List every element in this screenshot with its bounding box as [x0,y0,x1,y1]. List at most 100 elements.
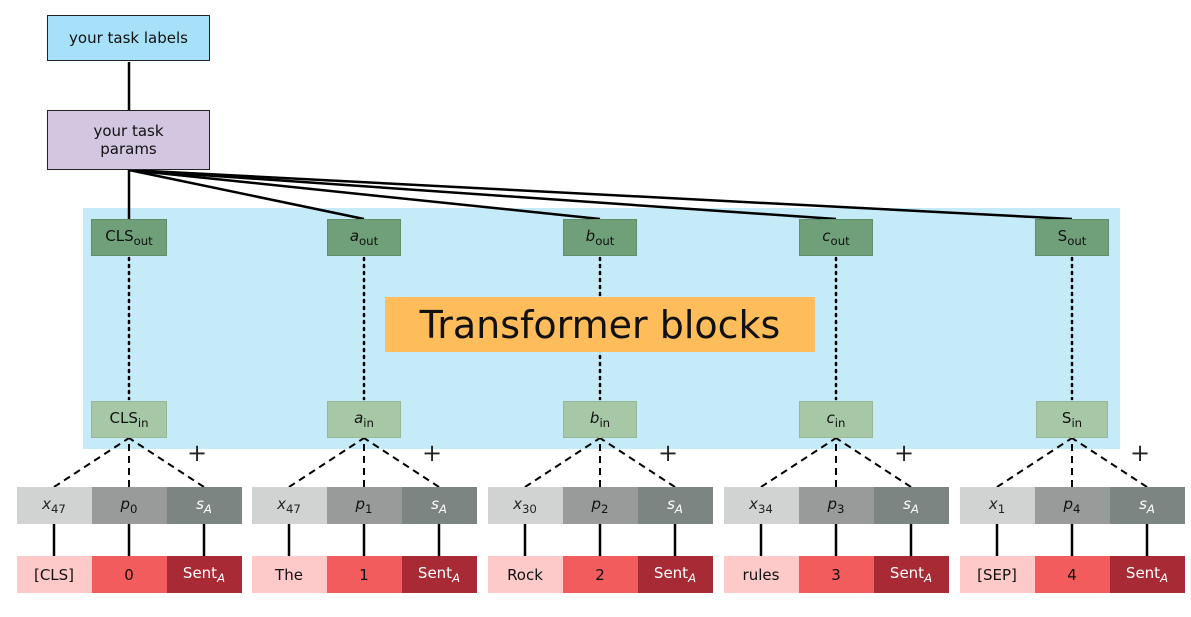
output-node-label: CLSout [105,227,153,248]
embedding-fan-line [599,437,676,488]
input-node: bin [563,401,637,438]
position-embedding-subscript: 3 [837,502,845,517]
input-position-text: 0 [124,565,134,584]
params-to-out-line [128,168,1073,221]
embedding-fan-line [53,437,130,488]
sum-plus-sign: + [1130,439,1151,467]
input-segment-subscript: A [688,571,697,586]
output-node-label: Sout [1058,227,1087,248]
position-embedding-symbol: p [120,494,131,513]
position-embedding-label: p4 [1064,495,1081,516]
input-position-text: 4 [1067,565,1077,584]
token-embedding: x47 [16,487,92,524]
input-position-token: 0 [91,556,167,593]
position-embedding-subscript: 0 [130,502,138,517]
output-node-subscript: out [359,234,379,249]
input-segment-symbol: Sent [182,563,218,582]
token-embedding-label: x30 [513,495,537,516]
params-to-out-line [128,168,837,221]
segment-embedding-label: sA [196,495,212,516]
input-word-token: Rock [487,556,563,593]
input-segment-subscript: A [1160,571,1169,586]
input-node-label: CLSin [109,409,148,430]
segment-embedding-subscript: A [438,502,447,517]
input-position-token: 4 [1034,556,1110,593]
embedding-fan-line [835,437,912,488]
params-to-out-line [128,168,365,221]
input-segment-token: SentA [637,556,713,593]
input-word-token: rules [723,556,799,593]
segment-embedding-label: sA [431,495,447,516]
input-segment-subscript: A [217,571,226,586]
token-embedding-subscript: 47 [51,502,66,517]
input-segment-token: SentA [873,556,949,593]
embedding-fan-line [524,437,601,488]
token-embedding-subscript: 1 [997,502,1006,517]
position-embedding-subscript: 1 [365,502,373,517]
output-node-subscript: out [1067,234,1087,249]
output-node: CLSout [91,219,167,256]
segment-embedding-label: sA [1139,495,1155,516]
transformer-blocks-label: Transformer blocks [419,302,781,347]
input-segment-label: SentA [418,564,460,585]
input-segment-subscript: A [924,571,933,586]
segment-embedding: sA [1109,487,1185,524]
output-node-symbol: CLS [105,226,134,245]
output-node-subscript: out [830,234,850,249]
task-params-line-1: your task [93,122,164,140]
token-embedding-symbol: x [513,494,522,513]
sum-plus-sign: + [187,439,208,467]
input-word-token: The [251,556,327,593]
embedding-fan-line [288,437,365,488]
position-embedding-label: p1 [356,495,373,516]
token-embedding-subscript: 34 [758,502,773,517]
output-node: bout [563,219,637,256]
input-word-token: [SEP] [959,556,1035,593]
output-node-symbol: c [822,226,831,245]
position-embedding-subscript: 4 [1073,502,1081,517]
position-embedding-subscript: 2 [601,502,609,517]
output-node-subscript: out [133,234,153,249]
output-node: aout [327,219,401,256]
input-node-symbol: CLS [109,408,138,427]
input-node: cin [799,401,873,438]
output-node: Sout [1035,219,1109,256]
input-position-text: 3 [831,565,841,584]
output-node-label: bout [586,227,615,248]
segment-embedding-symbol: s [431,494,439,513]
token-embedding-subscript: 47 [286,502,301,517]
segment-embedding-symbol: s [1139,494,1147,513]
embedding-fan-line [128,437,205,488]
position-embedding: p0 [91,487,167,524]
input-segment-symbol: Sent [889,563,925,582]
output-node-label: aout [350,227,378,248]
input-position-text: 1 [359,565,369,584]
segment-embedding-subscript: A [203,502,212,517]
segment-embedding: sA [873,487,949,524]
segment-embedding: sA [401,487,477,524]
input-node-label: bin [590,409,610,430]
segment-embedding-subscript: A [674,502,683,517]
position-embedding: p4 [1034,487,1110,524]
token-embedding-symbol: x [277,494,286,513]
segment-embedding-label: sA [667,495,683,516]
position-embedding-label: p3 [828,495,845,516]
token-embedding-symbol: x [42,494,51,513]
output-node-symbol: a [349,226,360,245]
input-position-text: 2 [595,565,605,584]
input-node-subscript: in [137,416,149,431]
embedding-fan-line [363,437,440,488]
transformer-blocks-title: Transformer blocks [385,297,815,352]
input-segment-label: SentA [183,564,225,585]
input-segment-subscript: A [452,571,461,586]
input-node-subscript: in [599,416,611,431]
input-node-symbol: S [1061,408,1072,427]
task-labels-box: your task labels [47,15,210,61]
task-params-line-2: params [100,140,157,158]
input-word-token: [CLS] [16,556,92,593]
token-embedding-label: x34 [749,495,773,516]
segment-embedding-subscript: A [910,502,919,517]
input-position-token: 1 [326,556,402,593]
position-embedding: p2 [562,487,638,524]
